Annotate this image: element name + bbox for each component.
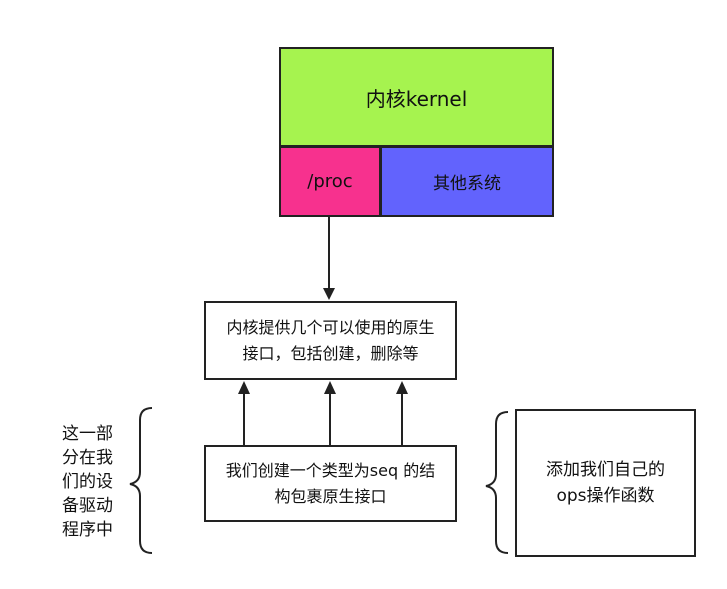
native-api-label: 内核提供几个可以使用的原生接口，包括创建，删除等: [226, 317, 435, 363]
proc-label: /proc: [307, 171, 353, 192]
ops-label: 添加我们自己的ops操作函数: [546, 460, 665, 506]
other-systems-label: 其他系统: [433, 174, 501, 194]
arrow-seq-to-api-left: [238, 381, 250, 445]
kernel-label: 内核kernel: [365, 86, 468, 111]
driver-side-note: 这一部分在我们的设备驱动程序中: [62, 424, 113, 540]
arrow-seq-to-api-right: [396, 381, 408, 445]
kernel-box: 内核kernel: [279, 47, 554, 147]
arrow-proc-to-api: [323, 217, 335, 300]
seq-wrapper-box: 我们创建一个类型为seq 的结构包裹原生接口: [204, 445, 457, 522]
proc-box: /proc: [279, 146, 381, 217]
right-curly-brace: [485, 411, 509, 554]
left-curly-brace: [129, 407, 153, 554]
seq-wrapper-label: 我们创建一个类型为seq 的结构包裹原生接口: [225, 460, 436, 506]
other-systems-box: 其他系统: [380, 146, 554, 217]
ops-box: 添加我们自己的ops操作函数: [515, 409, 696, 557]
arrow-seq-to-api-center: [324, 381, 336, 445]
native-api-box: 内核提供几个可以使用的原生接口，包括创建，删除等: [204, 301, 457, 380]
